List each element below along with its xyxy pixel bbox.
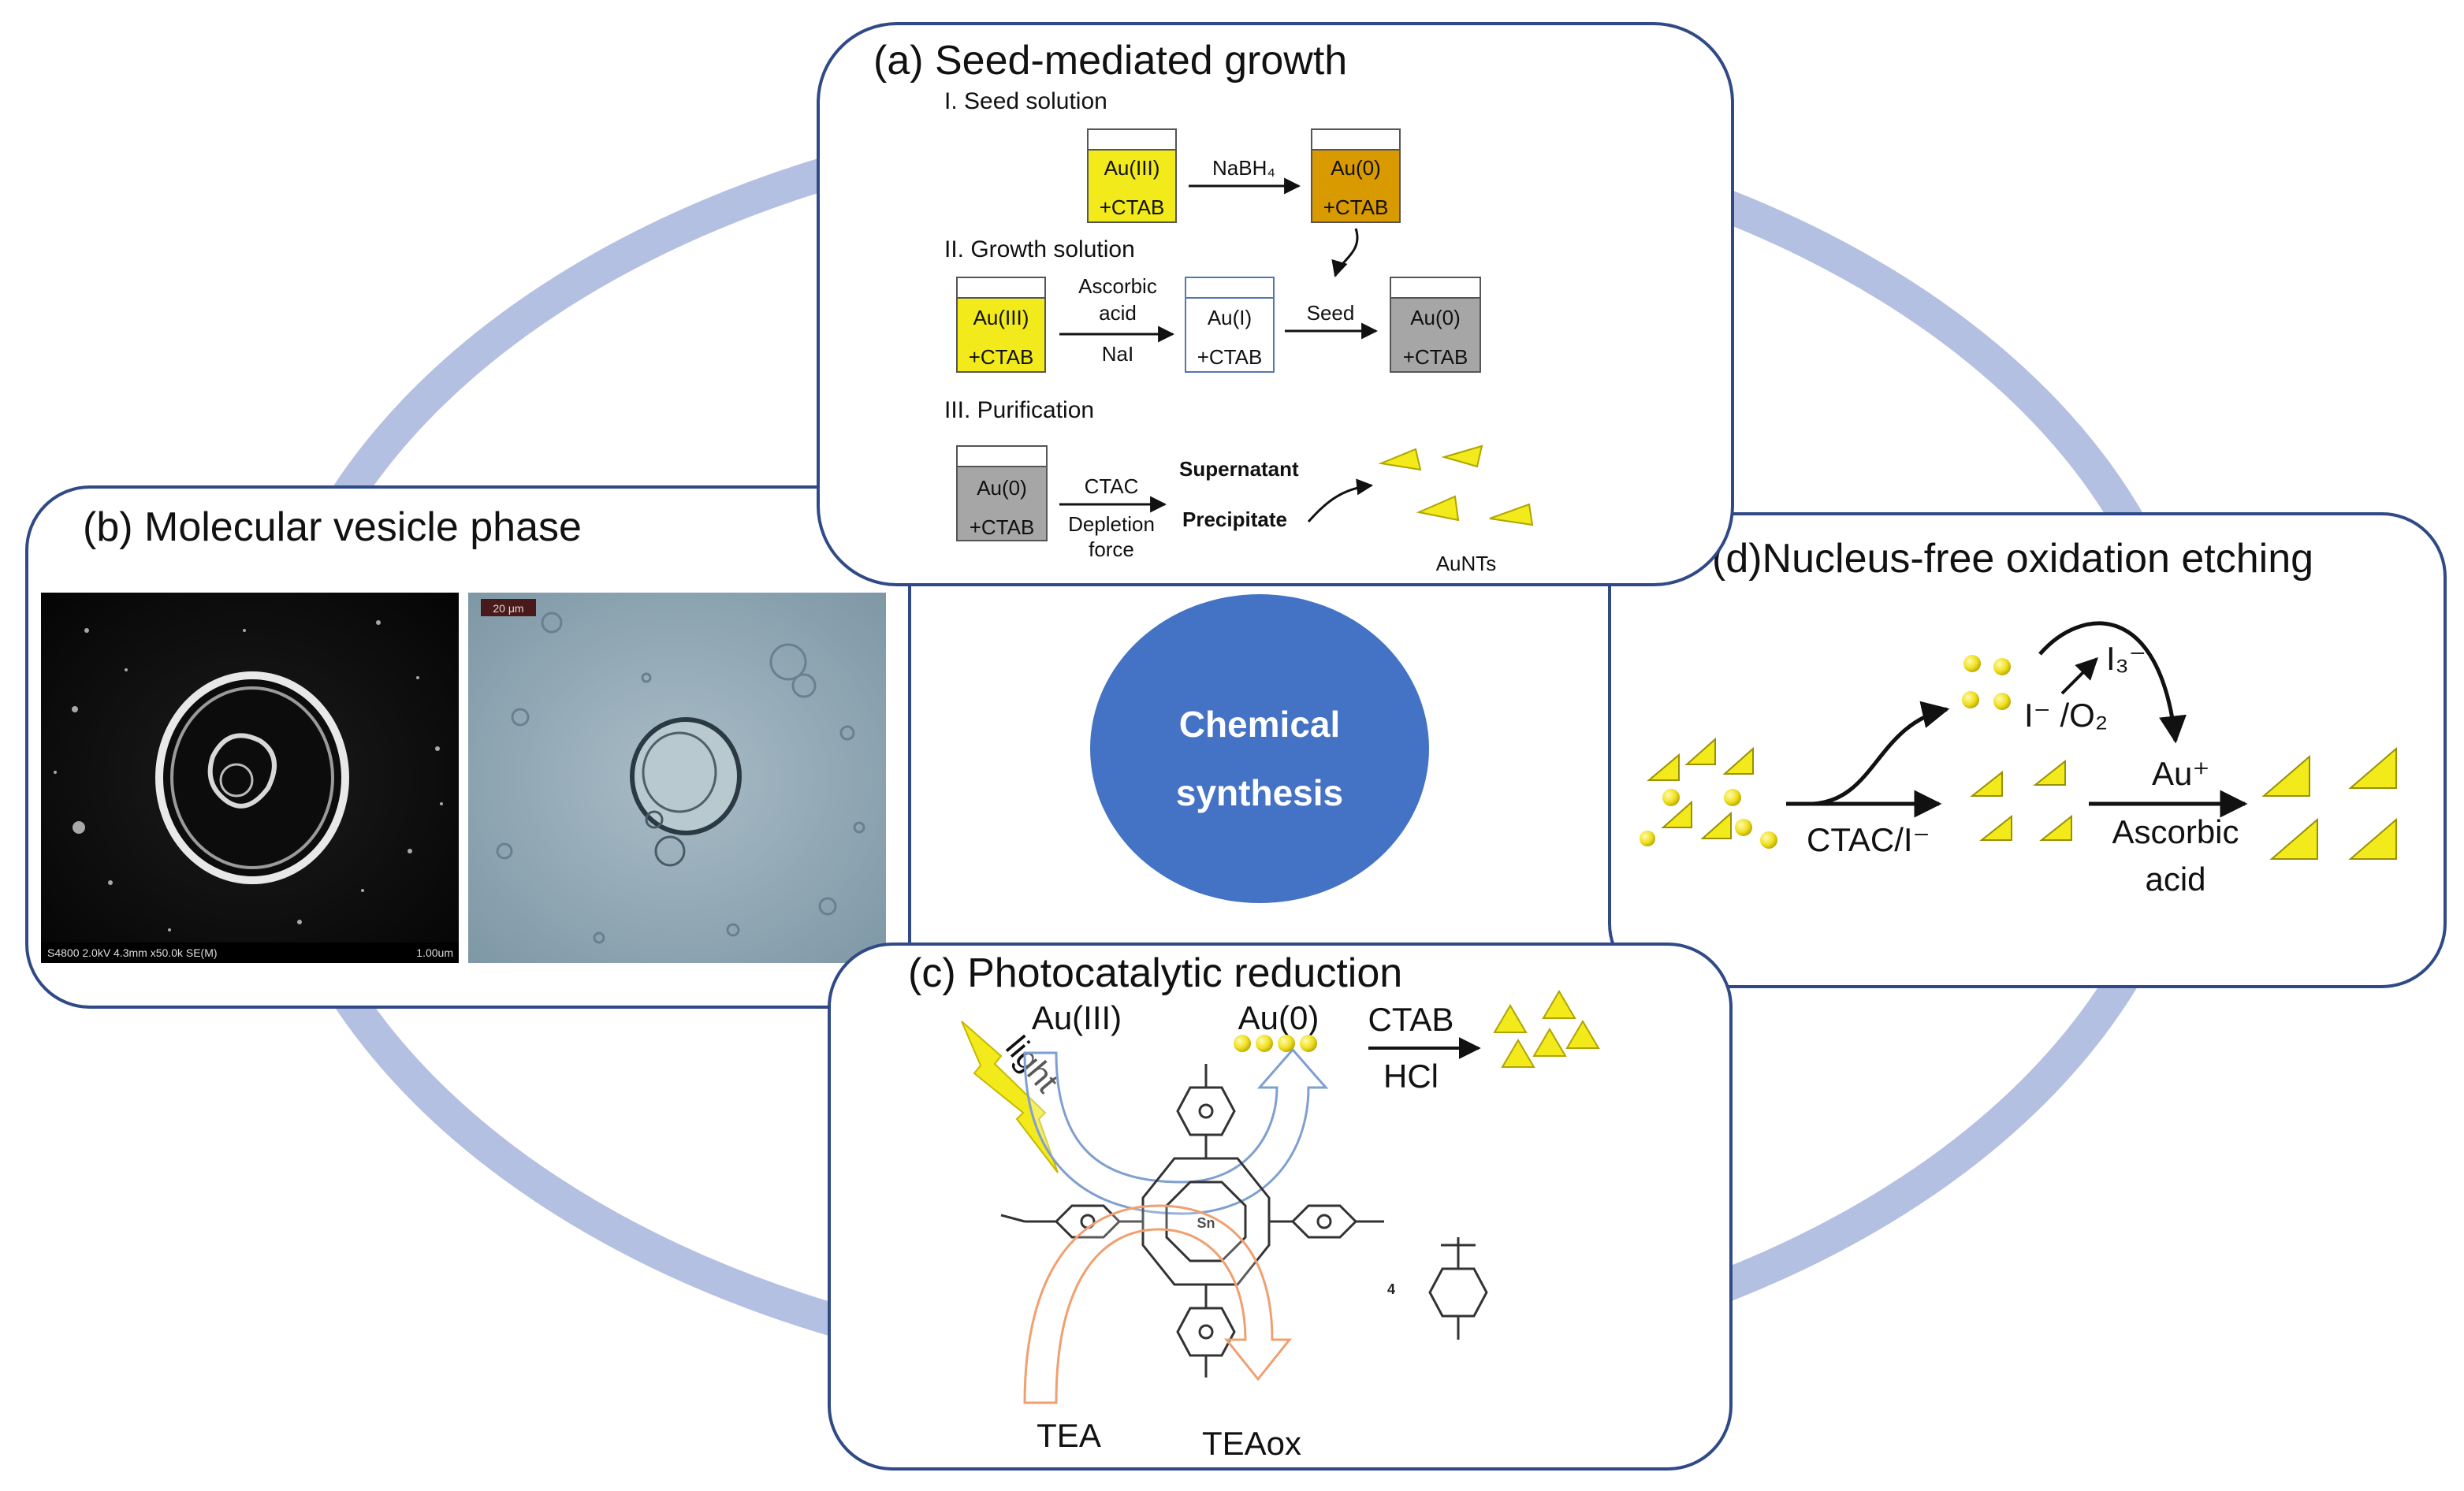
teaox-label: TEAox: [1202, 1425, 1301, 1462]
tube-gold0-seed: Au(0) +CTAB: [1311, 128, 1401, 223]
precipitate-label: Precipitate: [1182, 508, 1287, 531]
reagent-depletion: Depletion: [1068, 512, 1155, 536]
svg-text:Au(0): Au(0): [1410, 306, 1461, 329]
center-label-line2: synthesis: [1176, 772, 1343, 813]
panel-d-title: (d)Nucleus-free oxidation etching: [1712, 536, 2313, 582]
gold-spheres: [1234, 1035, 1317, 1052]
oxidation-arrow: [1023, 1204, 1293, 1404]
metal-center-label: Sn: [1197, 1215, 1215, 1231]
tosylate-counterion: [1428, 1237, 1488, 1340]
reduction-arrow: [1023, 1047, 1329, 1215]
reductant-label-line1: Ascorbic: [2112, 813, 2239, 850]
ctab-label: CTAB: [1368, 1001, 1454, 1038]
oxidant-label: I⁻ /O₂: [2024, 697, 2108, 734]
panel-b-title: (b) Molecular vesicle phase: [83, 504, 582, 550]
tube-gold3-ctab-growth: Au(III) +CTAB: [956, 277, 1046, 373]
panel-a: (a) Seed-mediated growth I. Seed solutio…: [817, 22, 1734, 586]
svg-text:+CTAB: +CTAB: [1323, 195, 1389, 219]
svg-text:+CTAB: +CTAB: [1100, 195, 1165, 219]
tube-gold0-purification: Au(0) +CTAB: [956, 445, 1048, 541]
step-purification: III. Purification: [944, 397, 1094, 423]
product-label: Au(0): [1238, 999, 1319, 1036]
reagent-nai: NaI: [1102, 342, 1133, 366]
center-label-line1: Chemical: [1179, 704, 1341, 745]
reagent-ctac: CTAC: [1085, 474, 1139, 498]
tube-gold0-growth: Au(0) +CTAB: [1390, 277, 1481, 373]
final-nanotriangles: [2261, 746, 2397, 860]
svg-text:Au(III): Au(III): [973, 306, 1029, 329]
tube-gold3-ctab-seed: Au(III) +CTAB: [1087, 128, 1177, 223]
reagent-nabh4: NaBH₄: [1212, 156, 1275, 180]
reductant-label-line2: acid: [2145, 861, 2205, 898]
svg-text:Au(0): Au(0): [1331, 156, 1381, 180]
svg-text:Au(0): Au(0): [977, 476, 1027, 500]
reagent-force: force: [1089, 537, 1134, 561]
optical-micrograph: 20 μm: [468, 593, 886, 963]
optical-scale-bar: 20 μm: [493, 602, 523, 615]
lightning-icon: [961, 1021, 1059, 1173]
reagent-ascorbic-line2: acid: [1099, 301, 1137, 325]
sem-caption: S4800 2.0kV 4.3mm x50.0k SE(M): [47, 946, 218, 959]
gold-ion-label: Au⁺: [2152, 755, 2210, 792]
separated-triangles: [1970, 759, 2072, 841]
panel-d: (d)Nucleus-free oxidation etching CTAC/I…: [1608, 512, 2447, 988]
center-node: Chemical synthesis: [1090, 594, 1429, 903]
counterion-count: 4: [1387, 1281, 1395, 1297]
mixed-nanoparticles: [1640, 737, 1777, 849]
step-growth-solution: II. Growth solution: [944, 236, 1135, 262]
svg-text:+CTAB: +CTAB: [970, 515, 1035, 539]
panel-c-title: (c) Photocatalytic reduction: [908, 950, 1402, 996]
svg-text:Au(I): Au(I): [1208, 306, 1252, 329]
tea-label: TEA: [1037, 1417, 1101, 1454]
panel-c: (c) Photocatalytic reduction Au(III) Au(…: [828, 943, 1733, 1471]
tube-gold1-ctab: Au(I) +CTAB: [1185, 277, 1275, 373]
sem-scale-bar: 1.00um: [416, 946, 453, 959]
product-triangles: [1493, 990, 1600, 1068]
aunts-label: AuNTs: [1436, 552, 1497, 575]
triiodide-label: I₃⁻: [2106, 640, 2146, 677]
svg-text:Au(III): Au(III): [1104, 156, 1160, 180]
panel-b: (b) Molecular vesicle phase S4800 2.0kV …: [25, 485, 911, 1009]
reagent-seed: Seed: [1307, 301, 1355, 325]
etchant-label: CTAC/I⁻: [1807, 821, 1930, 858]
step-seed-solution: I. Seed solution: [944, 88, 1107, 114]
supernatant-label: Supernatant: [1179, 457, 1299, 481]
reactant-label: Au(III): [1032, 999, 1122, 1036]
reagent-ascorbic-line1: Ascorbic: [1078, 274, 1157, 298]
sem-micrograph: S4800 2.0kV 4.3mm x50.0k SE(M) 1.00um: [41, 593, 459, 963]
panel-a-title: (a) Seed-mediated growth: [873, 38, 1347, 84]
hcl-label: HCl: [1383, 1058, 1439, 1095]
separated-spheres: [1962, 655, 2011, 710]
aunts-triangles: [1378, 444, 1534, 526]
svg-text:+CTAB: +CTAB: [1403, 345, 1468, 369]
svg-text:+CTAB: +CTAB: [1197, 345, 1263, 369]
svg-text:+CTAB: +CTAB: [969, 345, 1034, 369]
